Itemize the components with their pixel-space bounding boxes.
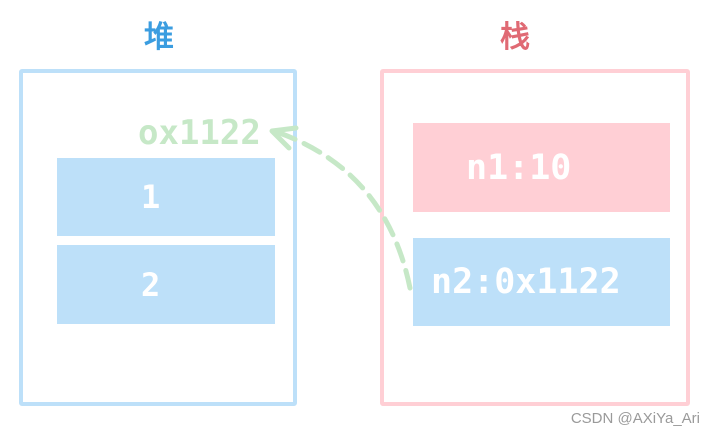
heap-cell-2: 2 [57,245,275,324]
stack-cell-n2: n2:0x1122 [413,238,670,326]
reference-arrow-path [274,129,413,291]
heap-title: 堆 [144,20,174,55]
heap-address-label: ox1122 [138,113,261,153]
reference-arrow-head [269,125,299,151]
stack-title: 栈 [500,20,530,55]
heap-cell-1: 1 [57,158,275,236]
stack-cell-n1: n1:10 [413,123,670,212]
watermark: CSDN @AXiYa_Ari [570,410,700,427]
heap-region [19,69,297,406]
